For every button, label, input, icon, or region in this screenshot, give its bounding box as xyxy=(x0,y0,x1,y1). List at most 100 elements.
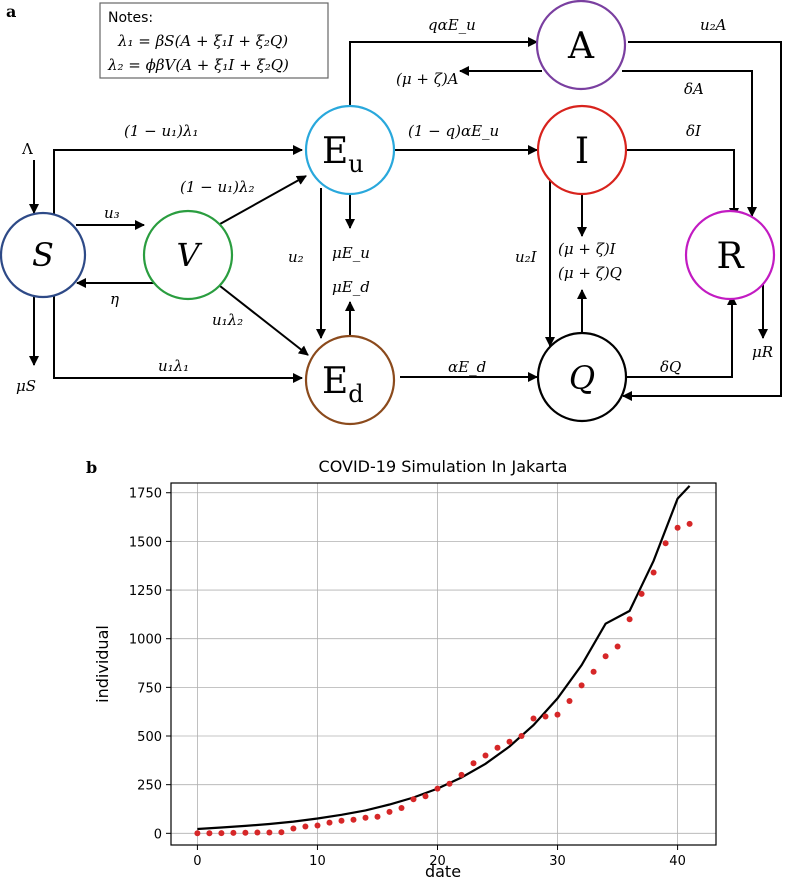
y-tick-label: 1750 xyxy=(129,487,162,502)
node-i: I xyxy=(536,104,628,196)
notes-lambda2: λ₂ = ϕβV(A + ξ₁I + ξ₂Q) xyxy=(107,56,289,74)
data-point xyxy=(686,520,693,527)
data-point xyxy=(410,796,417,803)
node-v-circle xyxy=(142,209,234,301)
y-tick-label: 0 xyxy=(154,827,162,842)
data-point xyxy=(650,569,657,576)
panel-a-letter: a xyxy=(6,2,16,21)
node-a-circle xyxy=(535,0,627,91)
label-mu-ed: μE_d xyxy=(332,278,370,296)
x-axis-title: date xyxy=(425,862,461,879)
data-point xyxy=(338,817,345,824)
node-ed-label: Ed xyxy=(322,361,364,408)
data-point xyxy=(638,590,645,597)
data-point xyxy=(662,540,669,547)
x-tick-label: 30 xyxy=(549,854,566,869)
label-s-to-eu: (1 − u₁)λ₁ xyxy=(124,122,199,140)
s-to-eu-arrow xyxy=(53,145,303,214)
data-point xyxy=(314,822,321,829)
chart-grid xyxy=(171,483,716,845)
label-a-to-q: u₂A xyxy=(700,16,727,34)
chart-title: COVID-19 Simulation In Jakarta xyxy=(319,457,568,476)
edge-labels: Λ μS u₃ η (1 − u₁)λ₁ (1 − u₁)λ₂ u₁λ₂ u₁λ… xyxy=(16,16,773,395)
x-tick-label: 10 xyxy=(309,854,326,869)
node-r-circle xyxy=(684,209,776,301)
data-point xyxy=(614,643,621,650)
chart-points xyxy=(194,520,693,837)
data-point xyxy=(278,829,285,836)
data-point xyxy=(554,711,561,718)
node-a-label: A xyxy=(567,26,595,67)
label-eu-to-i: (1 − q)αE_u xyxy=(408,122,499,140)
q-to-r-arrow xyxy=(626,295,737,378)
node-r-label: R xyxy=(716,236,744,277)
label-mu-eu: μE_u xyxy=(332,244,370,262)
data-point xyxy=(602,653,609,660)
label-q-death: (μ + ζ)Q xyxy=(558,264,622,282)
eu-to-a-arrow xyxy=(349,37,538,110)
label-s-to-ed: u₁λ₁ xyxy=(158,357,189,375)
label-u2-eu-ed: u₂ xyxy=(288,248,304,266)
data-point xyxy=(626,616,633,623)
data-point xyxy=(482,752,489,759)
notes-box: Notes: λ₁ = βS(A + ξ₁I + ξ₂Q) λ₂ = ϕβV(A… xyxy=(99,2,329,79)
label-i-death: (μ + ζ)I xyxy=(558,240,617,258)
label-lambda: Λ xyxy=(21,140,33,158)
notes-title: Notes: xyxy=(108,10,153,26)
data-point xyxy=(578,682,585,689)
data-point xyxy=(422,793,429,800)
v-to-ed-arrow xyxy=(219,285,309,356)
label-mu-r: μR xyxy=(752,343,773,361)
data-point xyxy=(194,830,201,837)
data-point xyxy=(218,830,225,837)
node-ed: Ed xyxy=(304,334,396,426)
node-eu-label: Eu xyxy=(322,131,364,178)
panel-b-letter: b xyxy=(86,458,97,477)
label-a-to-r: δA xyxy=(684,80,704,98)
node-s-label: S xyxy=(32,236,54,274)
y-tick-label: 750 xyxy=(137,681,162,696)
data-point xyxy=(494,744,501,751)
node-q: Q xyxy=(536,331,628,423)
node-eu-sub: u xyxy=(348,150,363,178)
node-s-circle xyxy=(0,211,87,299)
y-tick-label: 1250 xyxy=(129,584,162,599)
node-v: V xyxy=(142,209,234,301)
fit-line xyxy=(197,485,691,831)
data-point xyxy=(266,829,273,836)
x-tick-label: 0 xyxy=(193,854,201,869)
x-tick-label: 40 xyxy=(669,854,686,869)
data-point xyxy=(518,733,525,739)
label-a-death: (μ + ζ)A xyxy=(396,70,459,88)
label-i-to-q: u₂I xyxy=(515,248,538,266)
node-i-circle xyxy=(536,104,628,196)
y-tick-label: 1500 xyxy=(129,535,162,550)
y-tick-label: 250 xyxy=(137,779,162,794)
y-tick-label: 1000 xyxy=(129,633,162,648)
node-eu: Eu xyxy=(304,104,396,196)
data-point xyxy=(458,771,465,778)
data-point xyxy=(542,713,549,720)
data-point xyxy=(470,760,477,767)
y-axis-title: individual xyxy=(93,625,112,703)
i-to-r-arrow xyxy=(627,149,739,218)
node-q-label: Q xyxy=(569,359,595,397)
data-point xyxy=(362,814,369,821)
notes-lambda1: λ₁ = βS(A + ξ₁I + ξ₂Q) xyxy=(117,32,288,50)
node-ed-circle xyxy=(304,334,396,426)
data-point xyxy=(290,825,297,832)
data-point xyxy=(434,785,441,792)
data-point xyxy=(326,819,333,826)
label-eu-to-a: qαE_u xyxy=(428,16,476,34)
label-i-to-r: δI xyxy=(686,122,702,140)
chart-frame xyxy=(170,482,717,846)
a-to-r-arrow xyxy=(622,70,757,217)
chart-fit-line xyxy=(197,485,691,831)
label-ed-to-q: αE_d xyxy=(448,358,486,376)
a-to-q-arrow xyxy=(622,41,782,401)
data-point xyxy=(302,823,309,830)
node-eu-main: E xyxy=(322,131,348,172)
